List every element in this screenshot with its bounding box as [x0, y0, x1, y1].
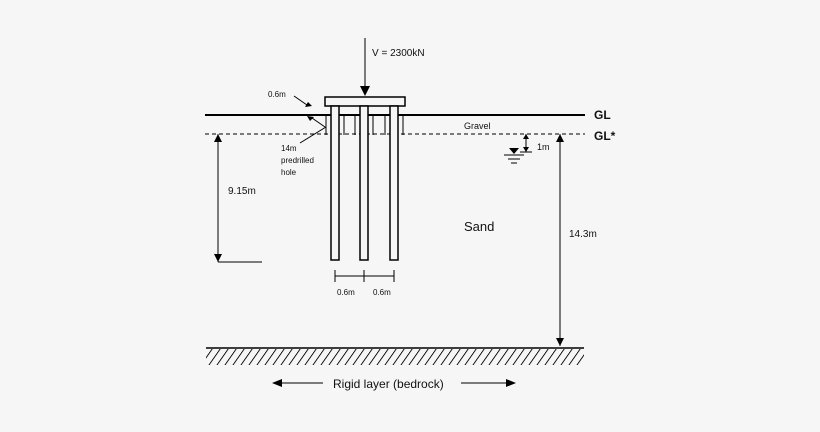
pile-right	[389, 105, 399, 261]
sand-label: Sand	[464, 219, 494, 234]
water-depth-arrow-bottom	[523, 147, 529, 152]
cap-offset-leader-bottom	[311, 117, 326, 128]
pile-middle	[359, 105, 369, 261]
pile-cap	[324, 96, 406, 107]
hole-note-line1: 14m	[281, 144, 297, 153]
piles	[330, 105, 399, 261]
cap-offset-arrow-top	[305, 102, 312, 107]
hole-note-line3: hole	[281, 168, 297, 177]
layer-depth-label: 14.3m	[569, 229, 597, 240]
load-label: V = 2300kN	[372, 48, 425, 59]
water-table-symbol	[504, 148, 524, 164]
layer-depth-arrow-top	[556, 134, 564, 142]
pile-length-arrow-bottom	[214, 254, 222, 262]
load-arrow-head	[360, 86, 370, 96]
pile-left	[330, 105, 340, 261]
gl-label: GL	[594, 108, 611, 122]
bedrock-arrow-left-head	[272, 379, 282, 387]
cap-offset-leader-top	[293, 95, 308, 106]
water-depth-arrow-top	[523, 134, 529, 139]
cap-offset-label: 0.6m	[268, 90, 286, 99]
pile-length-label: 9.15m	[228, 186, 256, 197]
predrilled-holes	[325, 116, 404, 135]
pile-length-arrow-top	[214, 134, 222, 142]
cap-offset-arrow-bottom	[307, 116, 314, 121]
layer-depth-arrow-bottom	[556, 338, 564, 346]
gravel-label: Gravel	[464, 121, 491, 131]
bedrock-arrow-right-head	[506, 379, 516, 387]
bedrock-label: Rigid layer (bedrock)	[333, 377, 444, 391]
water-depth-label: 1m	[537, 142, 550, 152]
bedrock-hatch	[206, 349, 584, 365]
spacing-right-label: 0.6m	[373, 288, 391, 297]
spacing-left-label: 0.6m	[337, 288, 355, 297]
pile-spacing-dim	[334, 270, 395, 282]
hole-note-line2: predrilled	[281, 156, 314, 165]
hole-note-leader	[299, 126, 327, 144]
gl-star-label: GL*	[594, 129, 616, 143]
